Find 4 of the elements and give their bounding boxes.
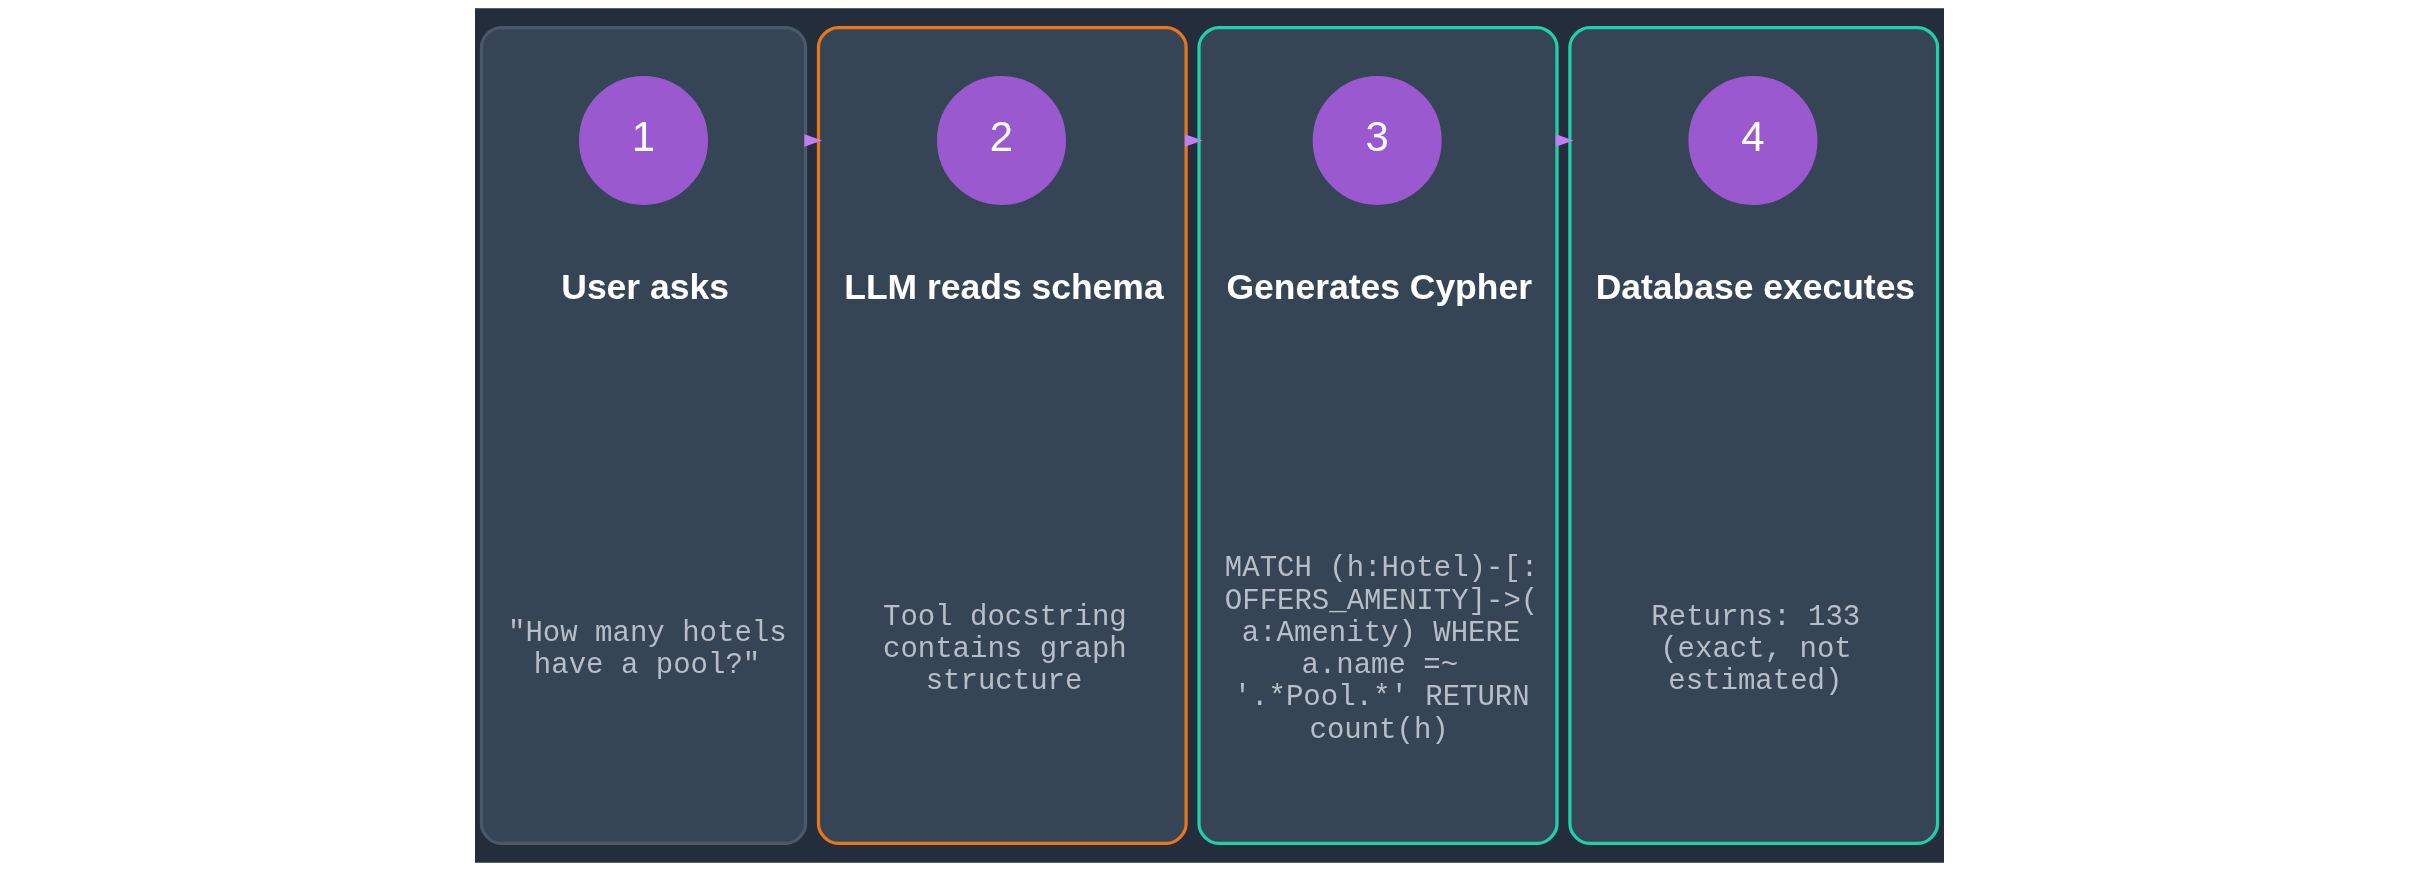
node-circle: 2 — [937, 75, 1066, 205]
node-circle: 4 — [1688, 75, 1818, 205]
node-circle: 3 — [1312, 75, 1442, 205]
node-circle: 1 — [579, 75, 708, 205]
